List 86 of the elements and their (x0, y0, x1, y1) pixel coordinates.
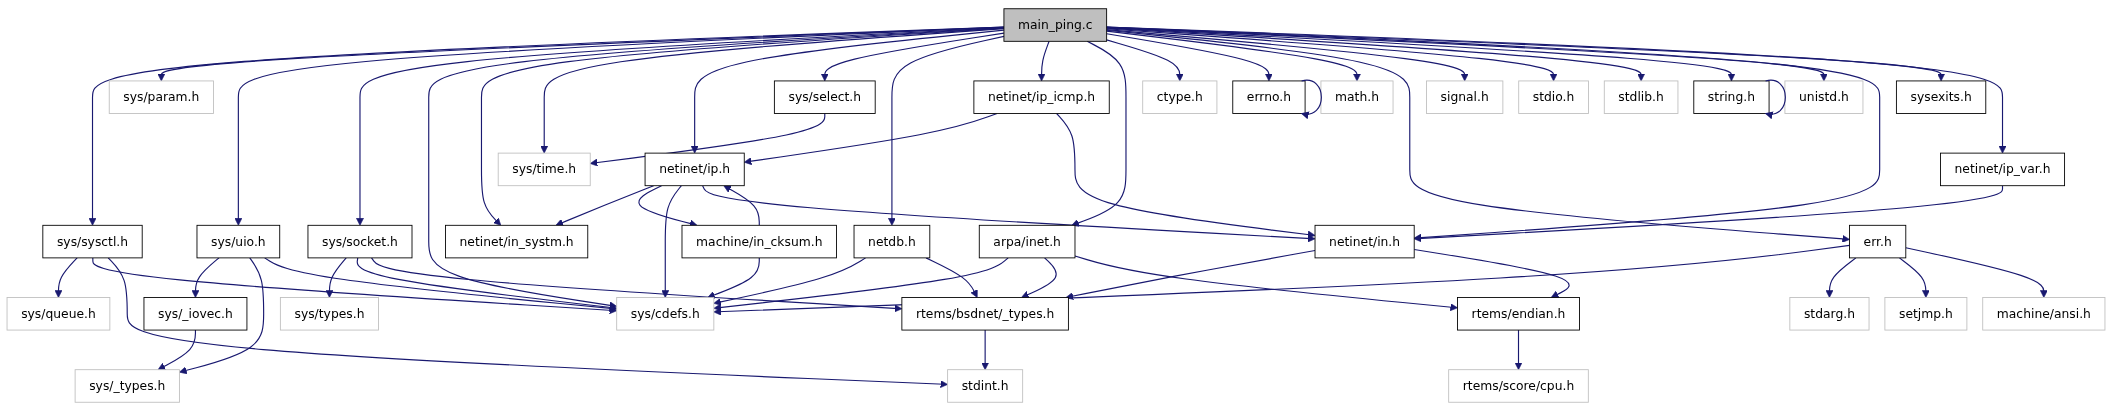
arrow (480, 27, 1005, 226)
node-box: main_ping.c (1003, 8, 1108, 42)
node-box: netinet/ip_icmp.h (973, 80, 1110, 114)
arrow (1825, 257, 1857, 298)
arrow (1106, 29, 1469, 82)
node-box: sys/types.h (279, 297, 379, 331)
arrow (1106, 28, 1558, 82)
arrow (540, 28, 1005, 154)
node-box: sys/sysctl.h (42, 224, 143, 259)
node-box: netinet/in.h (1314, 224, 1415, 259)
arrow (713, 257, 867, 306)
arrow (179, 257, 265, 375)
node-box: errno.h (1232, 80, 1306, 114)
arrow (1898, 257, 1930, 298)
arrow (157, 329, 196, 371)
arrow (325, 257, 347, 298)
arrow (54, 257, 78, 298)
arrow (356, 27, 1005, 226)
arrow (690, 29, 1005, 154)
node-box: stdint.h (947, 369, 1024, 403)
node-box: stdarg.h (1789, 297, 1870, 331)
arrow (1413, 248, 1570, 298)
arrow (356, 257, 618, 312)
node-box: math.h (1320, 80, 1394, 114)
arrow (820, 32, 1005, 82)
node-box: arpa/inet.h (978, 224, 1076, 259)
node-box: rtems/bsdnet/_types.h (901, 297, 1069, 331)
node-box: sys/queue.h (6, 297, 111, 331)
arrow (925, 257, 978, 298)
arrow (723, 185, 760, 226)
arrow (92, 257, 618, 315)
arrow (743, 112, 998, 165)
node-box: unistd.h (1784, 80, 1864, 114)
node-box: netinet/ip.h (644, 152, 745, 187)
node-box: stdio.h (1518, 80, 1589, 114)
arrow (1764, 79, 1786, 119)
arrow (888, 35, 1005, 226)
arrow (1056, 112, 1316, 239)
arrow (1074, 255, 1458, 312)
arrow (370, 257, 903, 313)
node-box: sys/cdefs.h (616, 297, 715, 331)
node-box: rtems/endian.h (1457, 297, 1580, 331)
arrow (661, 185, 682, 298)
node-box: machine/ansi.h (1982, 297, 2106, 331)
arrow (702, 185, 1316, 243)
arrow (713, 257, 1009, 312)
node-box: sys/uio.h (196, 224, 281, 259)
arrow (1106, 26, 2007, 154)
node-box: sys/select.h (773, 80, 876, 114)
arrow (1106, 30, 1361, 82)
node-box: sys/socket.h (307, 224, 413, 259)
node-box: signal.h (1426, 80, 1504, 114)
node-box: netinet/in_systm.h (445, 224, 589, 259)
node-box: netdb.h (853, 224, 931, 259)
arrow (1065, 249, 1316, 300)
arrow (157, 26, 1005, 82)
arrow (1413, 185, 2004, 243)
arrow (1106, 39, 1184, 82)
arrow (1905, 247, 2048, 298)
arrow (88, 26, 1005, 226)
node-box: sysexits.h (1895, 80, 1987, 114)
arrow (1106, 33, 1273, 82)
arrow (1037, 40, 1050, 82)
arrow (707, 257, 760, 299)
arrow (1300, 79, 1322, 119)
node-box: stdlib.h (1603, 80, 1679, 114)
arrow (1021, 257, 1057, 299)
node-box: sys/time.h (497, 152, 591, 187)
arrow (1071, 40, 1127, 227)
arrow (981, 329, 989, 371)
arrow (191, 257, 220, 298)
arrow (264, 257, 618, 313)
arrow (1514, 329, 1523, 371)
node-box: string.h (1693, 80, 1770, 114)
node-box: sys/_types.h (74, 369, 180, 403)
node-box: ctype.h (1142, 80, 1218, 114)
node-box: setjmp.h (1884, 297, 1968, 331)
node-box: sys/_iovec.h (143, 297, 248, 331)
node-box: machine/in_cksum.h (681, 224, 837, 259)
arrow (234, 26, 1005, 226)
node-box: sys/param.h (108, 80, 214, 114)
node-box: rtems/score/cpu.h (1448, 369, 1589, 403)
arrow (555, 185, 655, 227)
arrow (107, 257, 948, 388)
node-box: err.h (1849, 224, 1907, 259)
node-box: netinet/ip_var.h (1940, 152, 2065, 187)
